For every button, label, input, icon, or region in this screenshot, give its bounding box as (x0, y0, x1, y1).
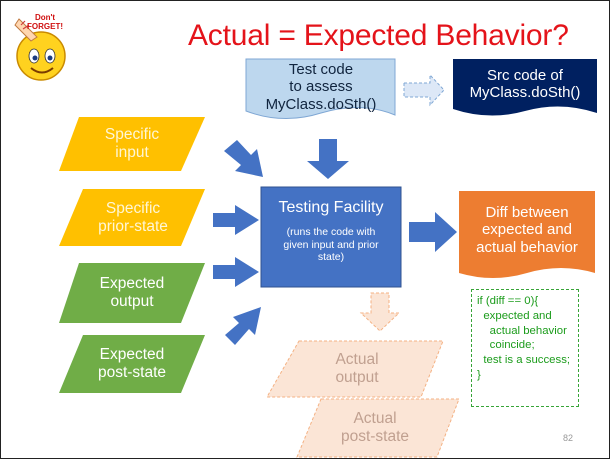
dashed-arrow-right (403, 73, 445, 107)
dont-forget-smiley-icon: Don't FORGET! (14, 13, 66, 81)
page-number: 82 (563, 433, 574, 443)
ghost-arrow-down (359, 292, 401, 332)
specific-prior-state-label: Specific prior-state (98, 199, 168, 235)
diff-label: Diff between expected and actual behavio… (476, 204, 578, 256)
facility-title: Testing Facility (278, 198, 384, 216)
facility-subtitle: (runs the code with given input and prio… (283, 226, 379, 264)
actual-post-state-label: Actual post-state (340, 410, 410, 445)
expected-output-label: Expected output (99, 275, 165, 310)
badge-line2: FORGET! (27, 22, 63, 31)
test-code-document (245, 58, 396, 120)
expected-post-state-shape (59, 335, 205, 393)
arrow-input-1 (224, 140, 263, 177)
src-code-label: Src code of MyClass.doSth() (469, 66, 581, 101)
expected-output-shape (59, 263, 205, 323)
diff-box (459, 191, 595, 278)
specific-input-label: Specific input (104, 126, 160, 161)
arrow-to-diff (409, 212, 457, 252)
src-code-document (453, 59, 597, 116)
badge-line1: Don't (35, 13, 55, 22)
actual-post-state-shape (296, 398, 460, 458)
testing-facility-box (260, 186, 402, 288)
specific-prior-state-shape (59, 189, 205, 246)
success-condition-code: if (diff == 0){ expected and actual beha… (471, 289, 579, 407)
actual-output-label: Actual output (335, 351, 379, 386)
test-code-label: Test code to assess MyClass.doSth() (265, 61, 377, 113)
arrow-input-2 (213, 205, 259, 235)
arrow-input-4 (225, 307, 261, 345)
actual-output-shape (266, 340, 444, 398)
arrow-down-test-code (307, 139, 349, 179)
slide-title: Actual = Expected Behavior? (188, 19, 569, 52)
specific-input-shape (59, 117, 205, 171)
arrow-input-3 (213, 257, 259, 287)
expected-post-state-label: Expected post-state (97, 346, 167, 381)
